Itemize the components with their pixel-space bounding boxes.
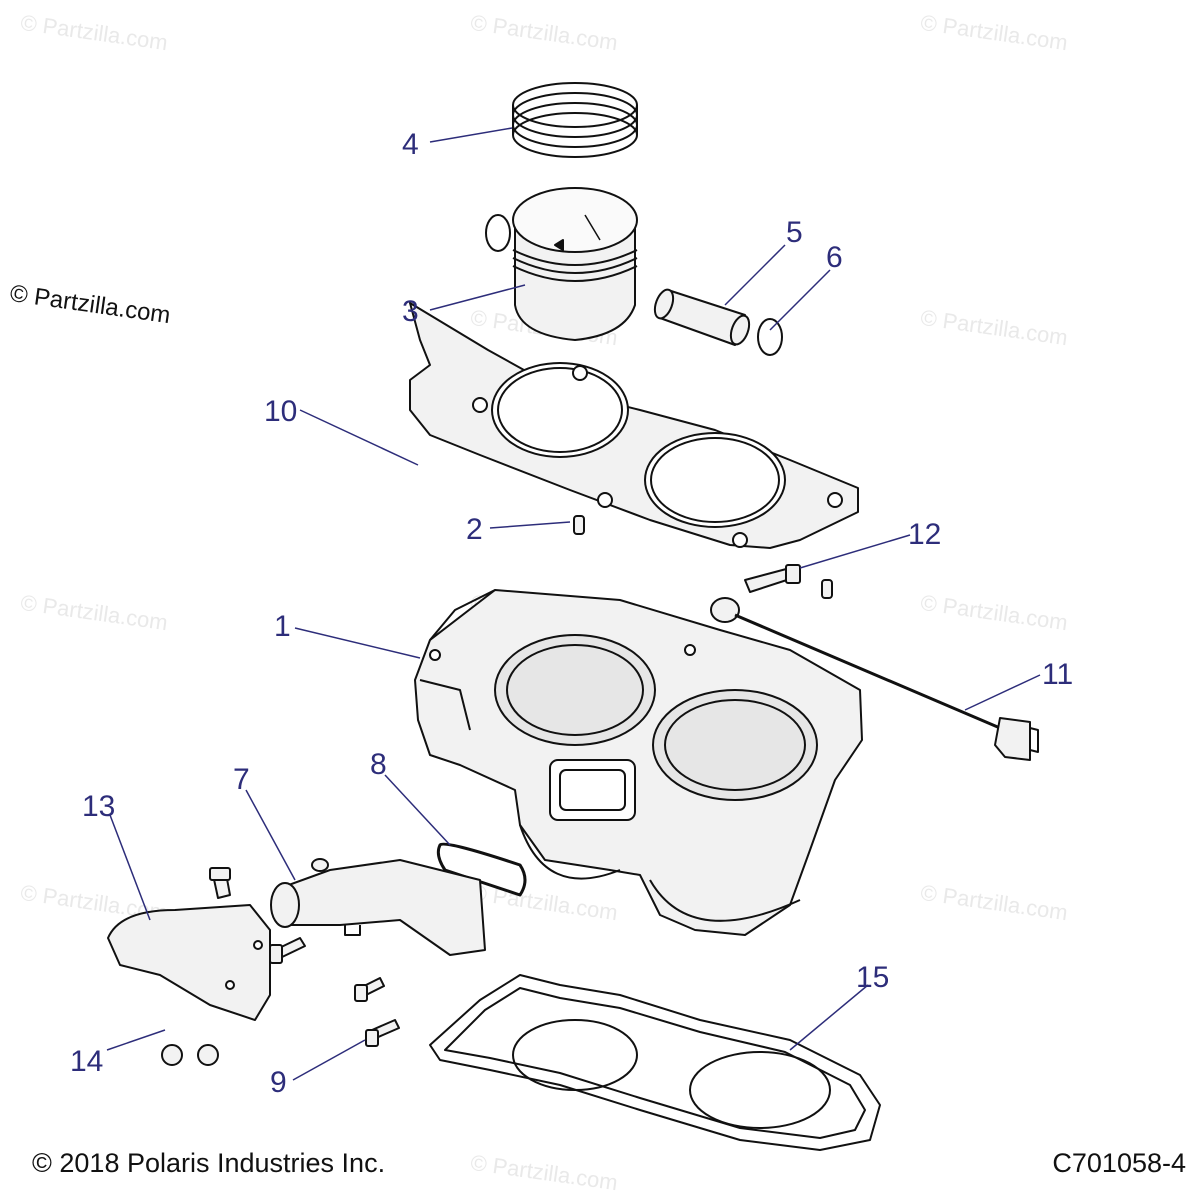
bolt-part bbox=[209, 867, 231, 899]
callout-4: 4 bbox=[402, 128, 419, 161]
bolt-part bbox=[365, 1019, 400, 1047]
callout-15: 15 bbox=[856, 961, 890, 994]
bolt-part bbox=[269, 937, 306, 964]
callout-3: 3 bbox=[402, 295, 419, 328]
base-gasket-part bbox=[429, 974, 881, 1151]
piston-pin-part bbox=[653, 288, 751, 346]
callout-leader-lines bbox=[106, 127, 1041, 1081]
callout-10: 10 bbox=[264, 395, 298, 428]
cylinder-block-part bbox=[414, 589, 863, 936]
sensor-part bbox=[710, 597, 1039, 761]
circlip-part bbox=[757, 318, 783, 356]
callout-1: 1 bbox=[274, 610, 291, 643]
piston-part bbox=[485, 187, 638, 341]
water-outlet-part bbox=[270, 858, 486, 956]
callout-14: 14 bbox=[70, 1045, 104, 1078]
copyright-notice: © 2018 Polaris Industries Inc. bbox=[32, 1148, 386, 1178]
head-gasket-part bbox=[409, 302, 859, 549]
diagram-id: C701058-4 bbox=[1052, 1148, 1186, 1178]
callout-2: 2 bbox=[466, 513, 483, 546]
callout-11: 11 bbox=[1042, 658, 1074, 691]
callout-12: 12 bbox=[908, 518, 942, 551]
callout-13: 13 bbox=[82, 790, 116, 823]
bolt-part bbox=[354, 977, 385, 1002]
heat-shield-part bbox=[107, 904, 271, 1021]
dowel-pin-part bbox=[573, 515, 585, 535]
water-outlet-gasket-part bbox=[436, 842, 527, 897]
callout-7: 7 bbox=[233, 763, 250, 796]
flange-bolt-part bbox=[161, 1044, 219, 1066]
callout-8: 8 bbox=[370, 748, 387, 781]
dowel-pin-part bbox=[821, 579, 833, 599]
callout-6: 6 bbox=[826, 241, 843, 274]
callout-9: 9 bbox=[270, 1066, 287, 1099]
callout-5: 5 bbox=[786, 216, 803, 249]
piston-rings-part bbox=[512, 82, 638, 158]
bolt-part bbox=[744, 564, 801, 593]
